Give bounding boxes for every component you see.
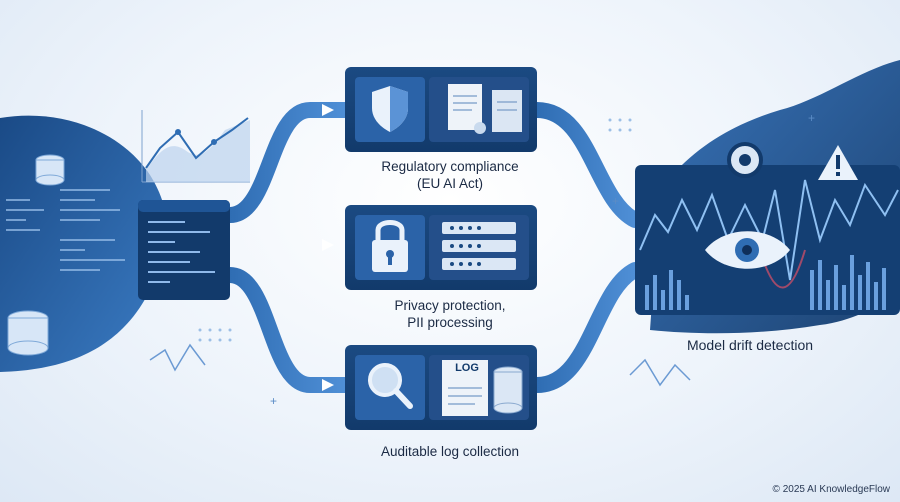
drift-bars bbox=[645, 255, 886, 310]
plus-sparkles: + + + bbox=[270, 111, 815, 408]
svg-text:+: + bbox=[270, 394, 277, 408]
pipe-arrows bbox=[322, 104, 334, 391]
document-icon bbox=[448, 84, 522, 134]
dot-grid-decoration bbox=[198, 118, 632, 342]
database-icon bbox=[493, 366, 523, 414]
svg-text:+: + bbox=[808, 111, 815, 125]
label-privacy-line1: Privacy protection, bbox=[394, 298, 506, 313]
left-code-lines bbox=[6, 189, 125, 271]
eye-icon bbox=[705, 231, 790, 269]
label-regulatory-line1: Regulatory compliance bbox=[381, 159, 519, 174]
monitor-camera-icon bbox=[727, 142, 763, 178]
flow-pipes bbox=[222, 102, 643, 393]
label-privacy-line2: PII processing bbox=[407, 315, 493, 330]
card-privacy bbox=[345, 205, 537, 290]
small-wave-decoration bbox=[149, 343, 206, 372]
label-privacy-protection: Privacy protection, PII processing bbox=[340, 297, 560, 331]
drift-line-2 bbox=[759, 179, 899, 281]
warning-icon bbox=[818, 145, 858, 180]
label-regulatory-line2: (EU AI Act) bbox=[416, 176, 484, 191]
svg-text:+: + bbox=[612, 194, 619, 208]
lock-icon bbox=[372, 220, 408, 272]
line-chart-decoration bbox=[141, 110, 250, 183]
label-model-drift: Model drift detection bbox=[686, 337, 814, 353]
log-document-icon bbox=[442, 360, 488, 416]
label-regulatory-compliance: Regulatory compliance (EU AI Act) bbox=[340, 158, 560, 192]
magnifier-icon bbox=[368, 363, 413, 409]
footer-copyright: © 2025 AI KnowledgeFlow bbox=[772, 484, 890, 495]
database-icon bbox=[7, 154, 65, 356]
card-log bbox=[345, 345, 537, 430]
label-auditable-log: Auditable log collection bbox=[380, 444, 520, 459]
card-regulatory bbox=[345, 67, 537, 152]
small-wave-decoration bbox=[629, 358, 691, 387]
drift-line-1 bbox=[639, 192, 761, 251]
code-window-icon bbox=[138, 200, 230, 300]
log-tag: LOG bbox=[455, 362, 479, 374]
